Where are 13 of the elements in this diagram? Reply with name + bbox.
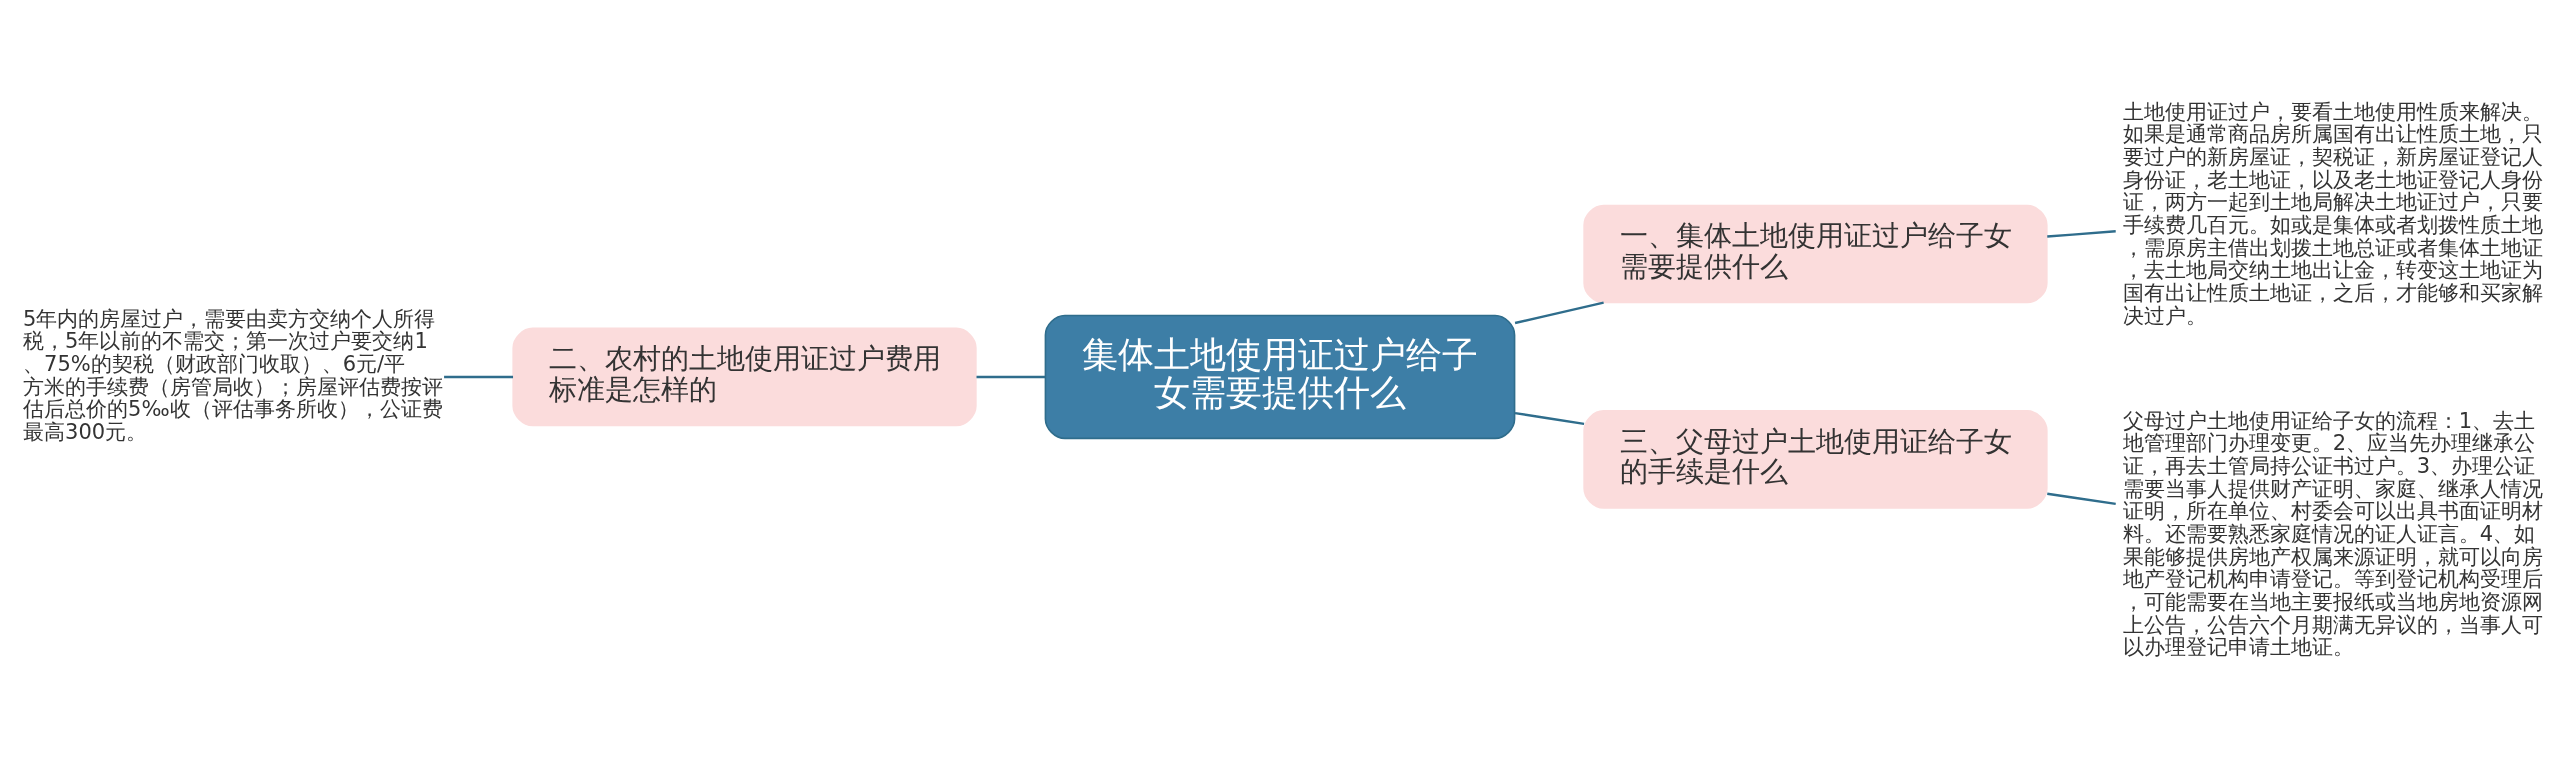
connector (2047, 229, 2116, 238)
connector (2047, 492, 2116, 505)
node-text: 父母过户土地使用证给子女的流程：1、去土地管理部门办理变更。2、应当先办理继承公证，再去土管局持公证书过户。3、办理公证需要当事人提供财产证明、家庭、继承人情况证明，所在单位、村委会可以出具书面证明材料。还需要熟悉家庭情况的证人证言。4、如果能够提供房地产权属来源证明，就可以向房地产登记机构申请登记。等到登记机构受理后，可能需要在当地主要报纸或当地房地资源网上公告，公告六个月期满无异议的，当事人可以办理登记申请土地证。 (2122, 407, 2543, 659)
node-text: 土地使用证过户，要看土地使用性质来解决。如果是通常商品房所属国有出让性质土地，只要过户的新房屋证，契税证，新房屋证登记人身份证，老土地证，以及老土地证登记人身份证，两方一起到土地局解决土地证过户，只要手续费几百元。如或是集体或者划拨性质土地，需原房主借出划拨土地总证或者集体土地证，去土地局交纳土地出让金，转变这土地证为国有出让性质土地证，之后，才能够和买家解决过户。 (2122, 98, 2543, 328)
connector (1514, 411, 1585, 425)
connector (976, 375, 1046, 378)
node-box: 三、父母过户土地使用证给子女的手续是什么 (1583, 409, 2048, 509)
node-box: 二、农村的土地使用证过户费用标准是怎样的 (512, 327, 977, 426)
connector (1514, 300, 1604, 324)
node-box: 集体土地使用证过户给子女需要提供什么 (1044, 314, 1516, 439)
node-text: 5年内的房屋过户，需要由卖方交纳个人所得税，5年以前的不需交；第一次过户要交纳1、75%的契税（财政部门收取）、6元/平方米的手续费（房管局收）；房屋评估费按评估后总价的5‰收（评估事务所收），公证费最高300元。 (23, 305, 444, 444)
connector (444, 375, 514, 378)
node-box: 一、集体土地使用证过户给子女需要提供什么 (1583, 204, 2048, 303)
